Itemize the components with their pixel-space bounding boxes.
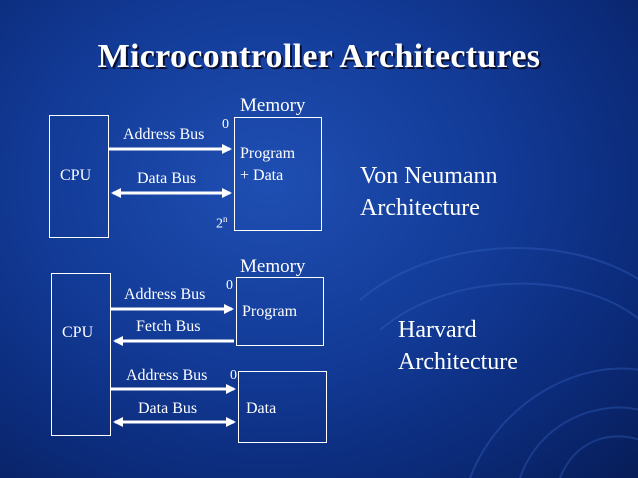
vn-memory-title: Memory [240, 95, 306, 116]
vn-data-bus-label: Data Bus [137, 170, 197, 187]
vn-caption-line1: Von Neumann [360, 163, 498, 189]
hv-data-address-zero: 0 [230, 368, 237, 383]
vn-memory-content-line1: Program [240, 145, 296, 162]
vn-address-max-base: 2 [216, 216, 223, 232]
hv-caption-line1: Harvard [398, 317, 477, 343]
vn-caption-line2: Architecture [360, 195, 480, 221]
vn-cpu-box [49, 115, 109, 238]
hv-fetch-bus-label: Fetch Bus [136, 318, 201, 335]
vn-address-max-exponent: n [223, 214, 228, 224]
hv-address-bus-program-label: Address Bus [124, 286, 206, 303]
hv-caption-line2: Architecture [398, 349, 518, 375]
hv-address-bus-data-label: Address Bus [126, 367, 208, 384]
hv-program-address-zero: 0 [226, 278, 233, 293]
hv-cpu-box [51, 273, 111, 436]
hv-cpu-label: CPU [62, 324, 94, 341]
vn-memory-content-line2: + Data [240, 167, 284, 184]
vn-cpu-label: CPU [60, 167, 92, 184]
hv-data-box [238, 371, 327, 443]
hv-memory-title: Memory [240, 256, 306, 277]
slide-title: Microcontroller Architectures [97, 38, 541, 75]
vn-address-zero: 0 [222, 117, 229, 132]
hv-program-box [236, 277, 324, 346]
hv-data-label: Data [246, 400, 277, 417]
vn-memory-box [234, 117, 322, 231]
hv-program-label: Program [242, 303, 298, 320]
vn-caption: Von Neumann Architecture [360, 160, 498, 224]
hv-caption: Harvard Architecture [398, 314, 518, 378]
vn-address-max: 2n [216, 214, 228, 233]
vn-address-bus-label: Address Bus [123, 126, 205, 143]
hv-data-bus-label: Data Bus [138, 400, 198, 417]
